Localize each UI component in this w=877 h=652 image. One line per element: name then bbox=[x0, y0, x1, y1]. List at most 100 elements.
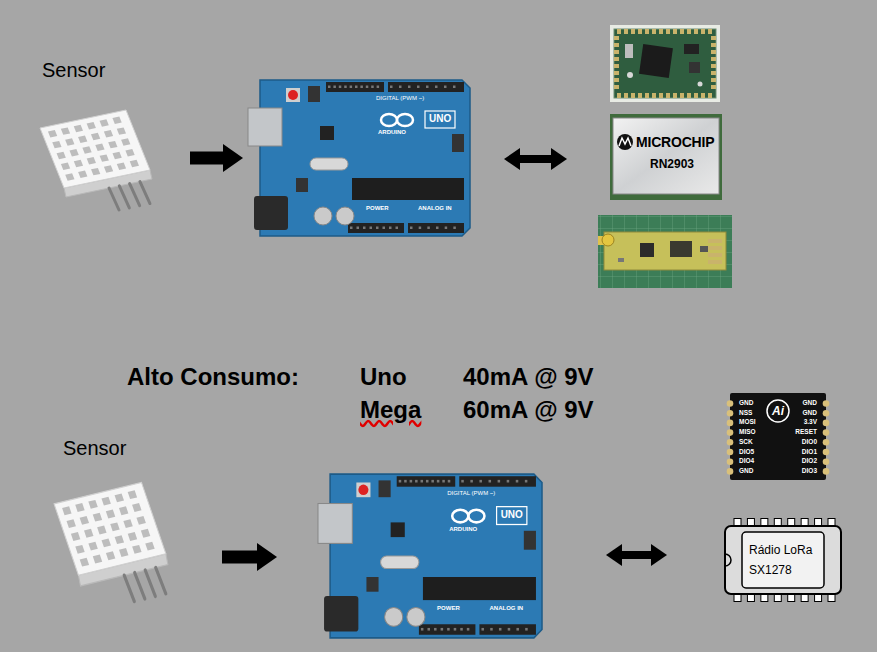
pin-hole bbox=[434, 628, 437, 631]
brand-label: MICROCHIP bbox=[636, 135, 714, 149]
vent-hole bbox=[48, 130, 57, 137]
sensor-body bbox=[54, 482, 166, 575]
pin-label: MISO bbox=[739, 429, 756, 436]
pin-hole bbox=[435, 86, 438, 89]
sensor-pin bbox=[119, 186, 129, 208]
usb-port bbox=[318, 504, 352, 544]
component bbox=[625, 44, 633, 58]
model-label: UNO bbox=[429, 114, 451, 124]
pin-hole bbox=[490, 628, 493, 631]
solder-pad bbox=[823, 449, 830, 456]
component bbox=[618, 258, 624, 262]
pin-hole bbox=[415, 480, 418, 483]
vent-hole bbox=[80, 516, 89, 525]
microcontroller bbox=[423, 577, 536, 600]
capacitor bbox=[385, 607, 403, 626]
lora-chip: Rádio LoRa SX1278 bbox=[724, 518, 842, 602]
pin-header bbox=[397, 476, 456, 487]
pin-header bbox=[408, 223, 464, 233]
sensor-picture: Sensor bbox=[38, 60, 160, 215]
pin-hole bbox=[426, 86, 429, 89]
vent-hole bbox=[91, 168, 100, 175]
photo-frame bbox=[610, 25, 720, 102]
vent-hole bbox=[93, 513, 102, 522]
pin-hole bbox=[426, 480, 429, 483]
vent-hole bbox=[84, 529, 93, 538]
vent-hole bbox=[71, 532, 80, 541]
pin-hole bbox=[448, 480, 451, 483]
pin-hole bbox=[357, 227, 360, 230]
regulator bbox=[296, 178, 308, 192]
silkscreen-label: ANALOG IN bbox=[418, 205, 452, 211]
solder-pad bbox=[727, 468, 734, 475]
vent-hole bbox=[61, 163, 70, 170]
pin-hole bbox=[355, 86, 358, 89]
consumption-note: 60mA @ 9V bbox=[463, 397, 594, 423]
solder-pad bbox=[727, 439, 734, 446]
pin-label: RESET bbox=[795, 429, 817, 436]
pin-hole bbox=[499, 628, 502, 631]
pin-hole bbox=[461, 480, 464, 483]
vent-hole bbox=[66, 519, 75, 528]
vent-hole bbox=[119, 548, 128, 557]
sensor-picture: Sensor bbox=[52, 438, 176, 608]
model-label: UNO bbox=[501, 510, 523, 520]
vent-hole bbox=[117, 127, 126, 134]
vent-hole bbox=[112, 117, 121, 124]
consumption-note: Alto Consumo: bbox=[127, 364, 299, 390]
vent-hole bbox=[87, 157, 96, 164]
pin-hole bbox=[444, 86, 447, 89]
edge-pads bbox=[708, 236, 722, 266]
vent-hole bbox=[80, 558, 89, 567]
pin-header bbox=[348, 223, 404, 233]
pin-hole bbox=[410, 480, 413, 483]
pin-hole bbox=[467, 628, 470, 631]
chip bbox=[684, 44, 699, 54]
flow-arrow bbox=[190, 152, 224, 165]
chip bbox=[670, 241, 692, 257]
vent-hole bbox=[93, 555, 102, 564]
usb-chip bbox=[320, 126, 334, 140]
vent-hole bbox=[62, 506, 71, 515]
pin-header bbox=[459, 476, 536, 487]
pin-hole bbox=[383, 227, 386, 230]
vent-hole bbox=[119, 506, 128, 515]
pin-label: DIO5 bbox=[739, 449, 754, 456]
vent-hole bbox=[74, 125, 83, 132]
solder-pad bbox=[823, 400, 830, 407]
chip bbox=[689, 62, 700, 73]
vent-hole bbox=[115, 535, 124, 544]
usb-chip bbox=[391, 522, 405, 537]
pin-hole bbox=[427, 227, 430, 230]
sensor-body bbox=[40, 110, 150, 188]
vent-hole bbox=[78, 171, 87, 178]
pin-hole bbox=[363, 227, 366, 230]
vent-hole bbox=[91, 133, 100, 140]
vent-hole bbox=[132, 503, 141, 512]
regulator bbox=[366, 577, 378, 592]
vent-hole bbox=[75, 503, 84, 512]
pin-hole bbox=[366, 86, 369, 89]
solder-pad bbox=[727, 420, 734, 427]
pin-label: NSS bbox=[739, 410, 752, 417]
pin-hole bbox=[360, 86, 363, 89]
pcb bbox=[604, 232, 726, 270]
icsp-header bbox=[452, 134, 464, 152]
pin-hole bbox=[377, 86, 380, 89]
silkscreen-label: DIGITAL (PWM ~) bbox=[447, 490, 495, 496]
pin-hole bbox=[525, 480, 528, 483]
double-arrow bbox=[519, 155, 552, 163]
pin-hole bbox=[371, 86, 374, 89]
pin-hole bbox=[339, 86, 342, 89]
component bbox=[698, 82, 703, 87]
solder-pad bbox=[727, 458, 734, 465]
vent-hole bbox=[95, 144, 104, 151]
arduino-board: DIGITAL (PWM ~)ARDUINOUNOPOWERANALOG IN bbox=[318, 472, 542, 640]
pin-label: GND bbox=[739, 468, 753, 475]
reset-button bbox=[358, 485, 368, 496]
edge-pads bbox=[711, 36, 716, 90]
pin-hole bbox=[410, 227, 413, 230]
shield-can bbox=[613, 118, 719, 194]
